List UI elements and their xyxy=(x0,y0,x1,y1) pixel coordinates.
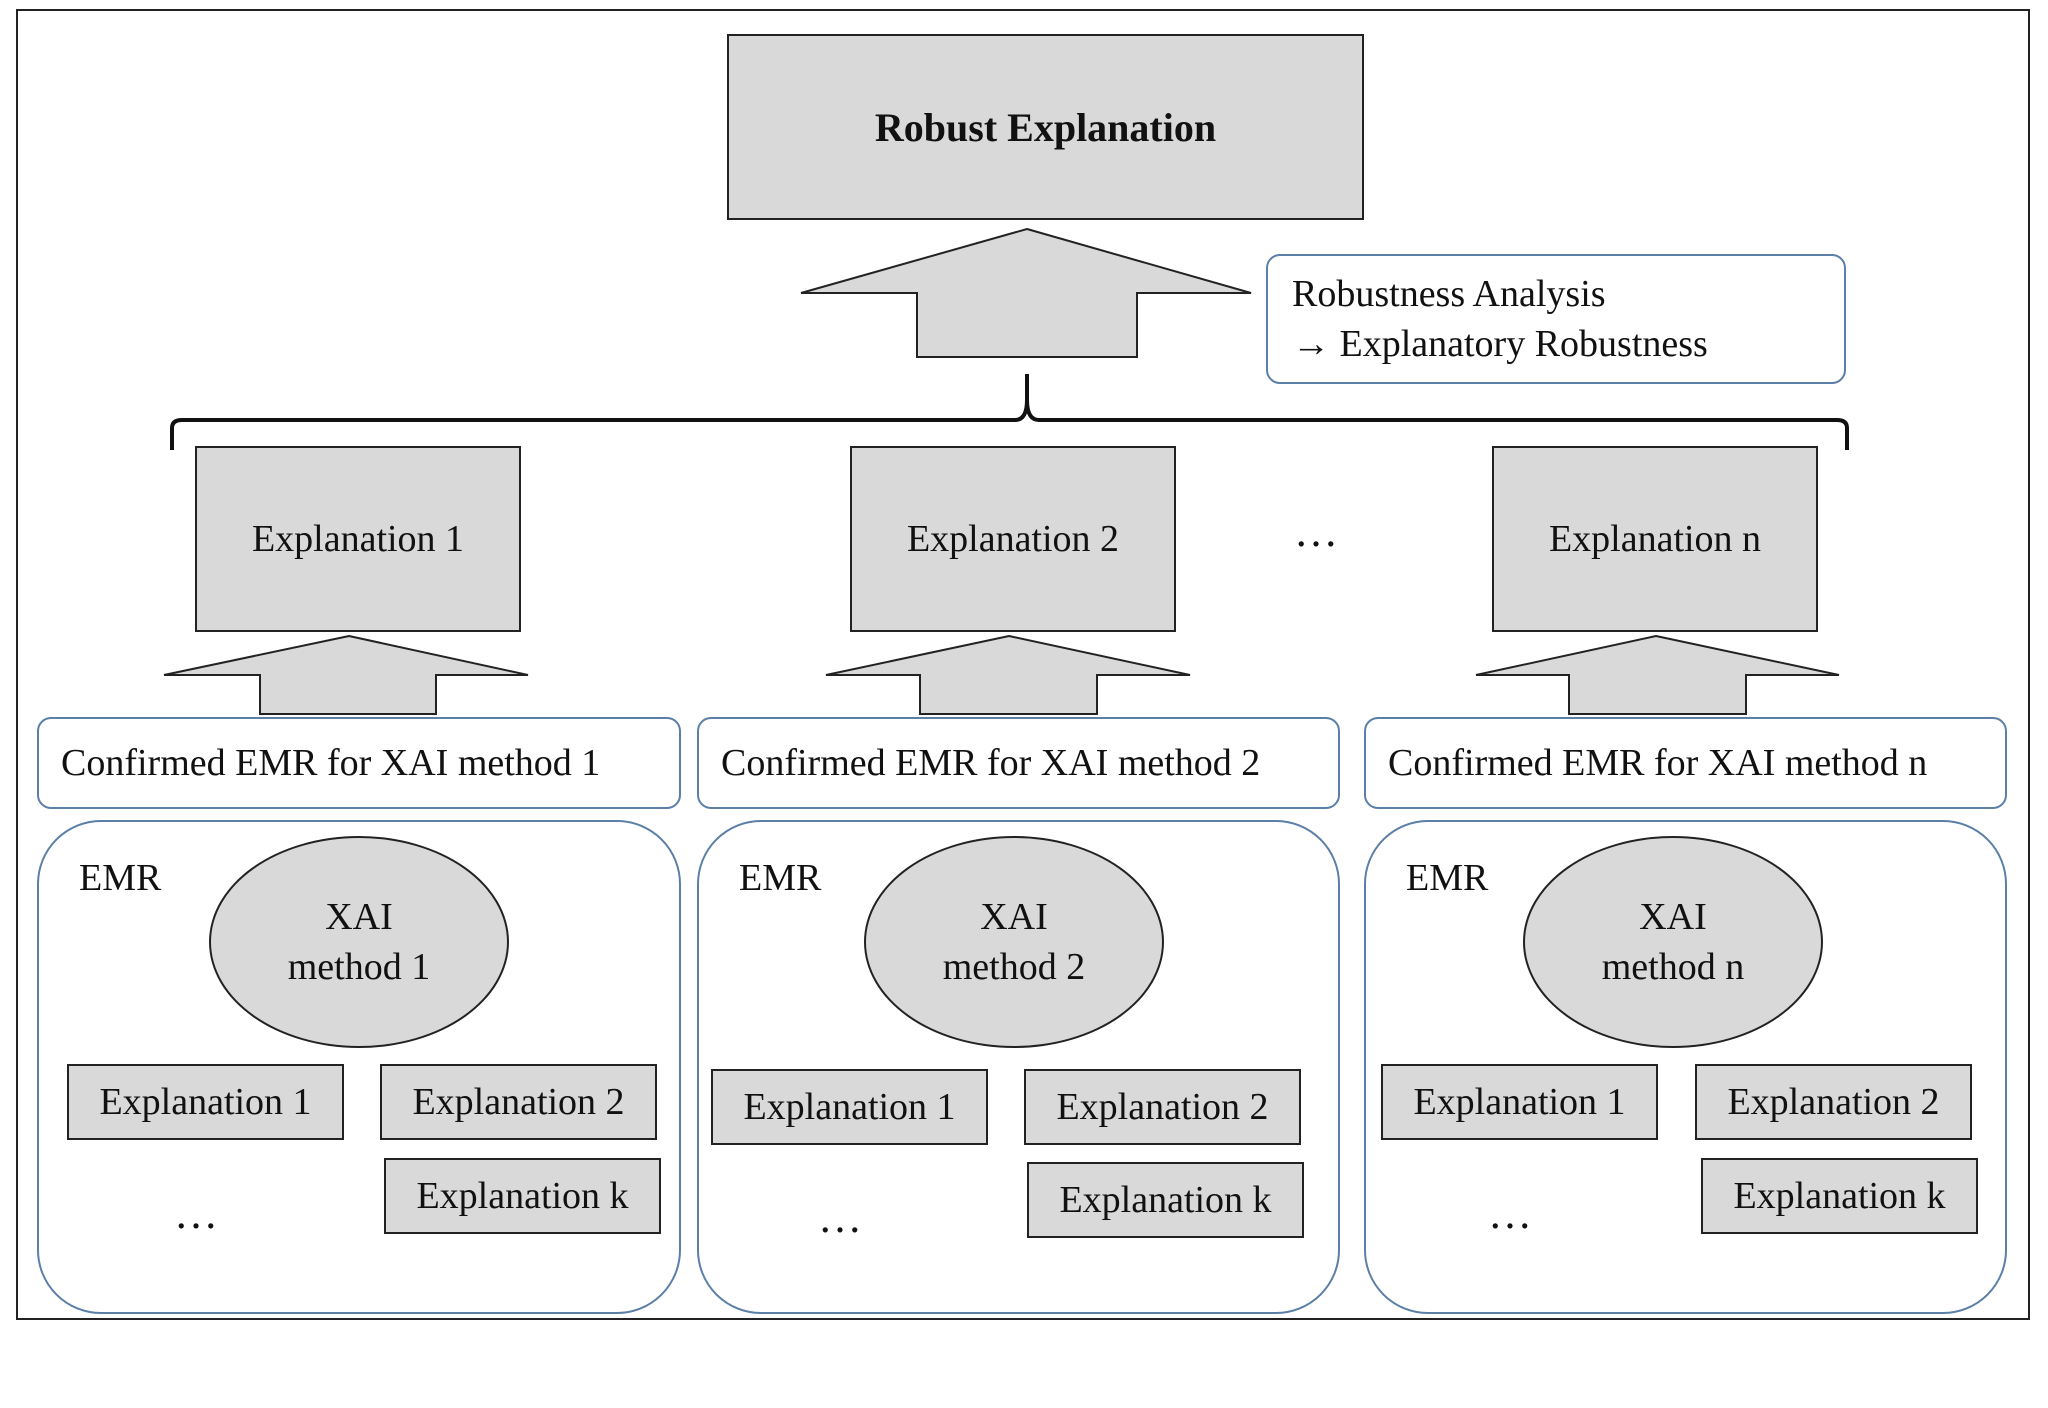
xai-method-1-ellipse: XAI method 1 xyxy=(209,836,509,1048)
robustness-analysis-label: Robustness Analysis xyxy=(1292,273,1606,315)
explanation-1-box: Explanation 1 xyxy=(195,446,521,632)
robustness-analysis-box: Robustness Analysis → Explanatory Robust… xyxy=(1266,254,1846,384)
emr-n-explanation-2-label: Explanation 2 xyxy=(1727,1081,1940,1123)
emr-label-2: EMR xyxy=(739,857,822,899)
emr-n-explanation-k: Explanation k xyxy=(1701,1158,1978,1234)
emr-1-explanation-k: Explanation k xyxy=(384,1158,661,1234)
emr-1-explanation-2-label: Explanation 2 xyxy=(412,1081,625,1123)
middle-ellipsis: … xyxy=(1294,507,1346,556)
emr-1-ellipsis: … xyxy=(174,1189,226,1238)
curly-brace xyxy=(170,374,1849,450)
emr-n-explanation-1-label: Explanation 1 xyxy=(1413,1081,1626,1123)
up-arrow-n xyxy=(1475,634,1840,715)
emr-label-n: EMR xyxy=(1406,857,1489,899)
xai-method-2-line2: method 2 xyxy=(942,946,1086,988)
xai-method-n-line1: XAI xyxy=(1639,896,1707,938)
confirmed-emr-box-n: Confirmed EMR for XAI method n xyxy=(1364,717,2007,809)
confirmed-emr-label-2: Confirmed EMR for XAI method 2 xyxy=(721,742,1261,784)
xai-method-1-line1: XAI xyxy=(325,896,393,938)
emr-n-ellipsis: … xyxy=(1488,1189,1540,1238)
emr-1-explanation-k-label: Explanation k xyxy=(416,1175,629,1217)
emr-2-explanation-2-label: Explanation 2 xyxy=(1056,1086,1269,1128)
emr-label-1: EMR xyxy=(79,857,162,899)
confirmed-emr-label-1: Confirmed EMR for XAI method 1 xyxy=(61,742,601,784)
explanation-n-label: Explanation n xyxy=(1548,518,1762,560)
emr-1-explanation-2: Explanation 2 xyxy=(380,1064,657,1140)
up-arrow-2 xyxy=(825,634,1191,715)
robust-explanation-box: Robust Explanation xyxy=(727,34,1364,220)
big-up-arrow xyxy=(800,227,1252,358)
emr-1-explanation-1-label: Explanation 1 xyxy=(99,1081,312,1123)
xai-method-n-line2: method n xyxy=(1601,946,1745,988)
emr-2-explanation-k-label: Explanation k xyxy=(1059,1179,1272,1221)
explanation-1-label: Explanation 1 xyxy=(251,518,465,560)
explanation-2-label: Explanation 2 xyxy=(906,518,1120,560)
xai-method-2-line1: XAI xyxy=(980,896,1048,938)
emr-n-explanation-1: Explanation 1 xyxy=(1381,1064,1658,1140)
explanation-n-box: Explanation n xyxy=(1492,446,1818,632)
xai-method-n-ellipse: XAI method n xyxy=(1523,836,1823,1048)
emr-n-explanation-k-label: Explanation k xyxy=(1733,1175,1946,1217)
emr-2-explanation-k: Explanation k xyxy=(1027,1162,1304,1238)
emr-2-explanation-1-label: Explanation 1 xyxy=(743,1086,956,1128)
up-arrow-1 xyxy=(163,634,529,715)
explanation-2-box: Explanation 2 xyxy=(850,446,1176,632)
emr-2-explanation-2: Explanation 2 xyxy=(1024,1069,1301,1145)
xai-method-1-line2: method 1 xyxy=(287,946,431,988)
confirmed-emr-box-2: Confirmed EMR for XAI method 2 xyxy=(697,717,1340,809)
confirmed-emr-box-1: Confirmed EMR for XAI method 1 xyxy=(37,717,681,809)
emr-1-explanation-1: Explanation 1 xyxy=(67,1064,344,1140)
xai-method-2-ellipse: XAI method 2 xyxy=(864,836,1164,1048)
emr-2-ellipsis: … xyxy=(818,1193,870,1242)
outer-frame xyxy=(16,9,2030,1320)
emr-2-explanation-1: Explanation 1 xyxy=(711,1069,988,1145)
confirmed-emr-label-n: Confirmed EMR for XAI method n xyxy=(1388,742,1928,784)
emr-n-explanation-2: Explanation 2 xyxy=(1695,1064,1972,1140)
explanatory-robustness-label: → Explanatory Robustness xyxy=(1292,323,1708,365)
robust-explanation-label: Robust Explanation xyxy=(874,104,1217,150)
